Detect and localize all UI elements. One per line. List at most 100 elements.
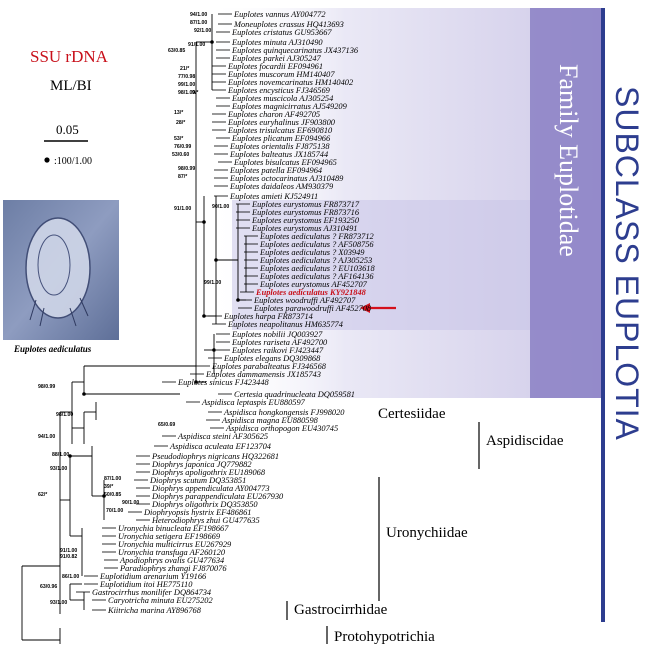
tree-branches xyxy=(21,14,247,644)
taxon-label: Diophrys parappendiculata EU267930 xyxy=(151,492,284,501)
taxon-label: Euplotes aediculatus ? X03949 xyxy=(259,248,365,257)
specimen-nucleus xyxy=(37,234,71,296)
methods-label: ML/BI xyxy=(50,78,92,94)
support-value: 62/* xyxy=(38,492,48,498)
taxon-label: Euplotes focardii EF094961 xyxy=(227,62,323,71)
taxon-label: Euplotes parawoodruffi AF452708 xyxy=(253,304,372,313)
full-support-node xyxy=(202,314,206,318)
taxon-label: Euplotes euryhalinus JF903800 xyxy=(227,118,336,127)
full-support-node xyxy=(68,454,72,458)
taxon-label: Diophrys scutum DQ353851 xyxy=(149,476,246,485)
taxon-label: Euplotes orientalis FJ875138 xyxy=(229,142,330,151)
taxon-label: Euplotes aediculatus ? EU103618 xyxy=(259,264,375,273)
full-support-node xyxy=(214,258,218,262)
taxon-label: Euplotes neapolitanus HM635774 xyxy=(227,320,343,329)
taxon-label: Uronychia transfuga AF260120 xyxy=(118,548,226,557)
support-value: 63/0.85 xyxy=(168,48,185,54)
support-value: 77/0.98 xyxy=(178,74,195,80)
taxon-label-highlighted: Euplotes aediculatus KY921848 xyxy=(255,288,367,297)
taxon-label: Euplotes octocarinatus AJ310489 xyxy=(229,174,344,183)
support-value: 94/1.00 xyxy=(190,12,207,18)
family-gastrocirrhidae: Gastrocirrhidae xyxy=(294,602,388,618)
taxon-label: Euplotes muscicola AJ305254 xyxy=(231,94,333,103)
taxon-label: Euplotes vannus AY004772 xyxy=(233,10,326,19)
taxon-label: Aspidisca magna EU880598 xyxy=(221,416,319,425)
support-value: 87/1.00 xyxy=(104,476,121,482)
taxon-label: Euplotes aediculatus ? AJ305253 xyxy=(259,256,372,265)
taxon-label: Euplotes plicatum EF094966 xyxy=(231,134,331,143)
taxon-label: Euplotes patella EF094964 xyxy=(229,166,322,175)
support-value: 86/1.00 xyxy=(62,574,79,580)
taxon-label: Aspidisca leptaspis EU880597 xyxy=(201,398,306,407)
support-value: 53/0.60 xyxy=(172,152,189,158)
support-value: 91/0.82 xyxy=(60,554,77,560)
taxon-label: Aspidisca hongkongensis FJ998020 xyxy=(223,408,345,417)
support-value: 91/1.00 xyxy=(60,548,77,554)
taxon-label: Euplotes harpa FR873714 xyxy=(223,312,313,321)
full-support-node xyxy=(202,220,206,224)
taxon-label: Kiitricha marina AY896768 xyxy=(107,606,202,615)
support-value: 63/0.96 xyxy=(40,584,57,590)
full-support-node xyxy=(236,298,240,302)
taxon-label: Diophryopsis hystrix EF486861 xyxy=(143,508,251,517)
taxon-label: Uronychia multicirrus EU267929 xyxy=(118,540,232,549)
support-value: 98/0.99 xyxy=(38,384,55,390)
taxon-label: Euplotes eurystomus FR873717 xyxy=(251,200,360,209)
taxon-label: Euplotes eurystomus FR873716 xyxy=(251,208,360,217)
taxon-label: Euplotes aediculatus ? FR873712 xyxy=(259,232,374,241)
taxon-label: Aspidisca steini AF305625 xyxy=(177,432,268,441)
support-value: 92/1.00 xyxy=(194,28,211,34)
support-value: 9/* xyxy=(192,90,199,96)
family-label-box xyxy=(530,8,605,398)
full-support-node xyxy=(82,392,86,396)
specimen-cirri xyxy=(29,297,89,327)
support-value: 70/1.00 xyxy=(106,508,123,514)
taxon-label: Euplotes novemcarinatus HM140402 xyxy=(227,78,353,87)
taxon-label: Euplotes parkei AJ305247 xyxy=(231,54,322,63)
gene-label: SSU rDNA xyxy=(30,47,109,66)
taxon-label: Euplotes encysticus FJ346569 xyxy=(227,86,331,95)
taxon-label: Moneuplotes crassus HQ413693 xyxy=(233,20,344,29)
support-value: 98/0.99 xyxy=(178,166,195,172)
taxon-label: Euplotes daidaleos AM930379 xyxy=(229,182,334,191)
taxon-label: Diophrys appendiculata AY004773 xyxy=(151,484,270,493)
highlight-arrowhead xyxy=(360,303,370,313)
taxon-label: Euplotes woodruffi AF492707 xyxy=(253,296,356,305)
taxon-label: Certesia quadrinucleata DQ059581 xyxy=(234,390,355,399)
taxon-label: Euplotes dammamensis JX185743 xyxy=(205,370,321,379)
support-value: 99/1.00 xyxy=(204,280,221,286)
family-label: Family Euplotidae xyxy=(554,64,583,257)
taxon-label: Heterodiophrys zhui GU477635 xyxy=(151,516,260,525)
taxon-label: Aspidisca aculeata EF123704 xyxy=(169,442,271,451)
family-aspidiscidae: Aspidiscidae xyxy=(486,433,564,449)
support-value: 99/1.00 xyxy=(178,82,195,88)
family-protohypotrichia: Protohypotrichia xyxy=(334,629,435,645)
taxon-label: Euplotes eurystomus AF452707 xyxy=(259,280,368,289)
taxon-label: Paradiophrys zhangi FJ870076 xyxy=(119,564,227,573)
taxon-label: Euplotes balteatus JX185744 xyxy=(229,150,328,159)
support-value: 98/1.00 xyxy=(178,90,195,96)
support-value: 93/1.00 xyxy=(50,600,67,606)
taxon-label: Euplotes cristatus GU953667 xyxy=(231,28,332,37)
taxon-label: Euplotidium arenarium Y19166 xyxy=(99,572,207,581)
taxon-label: Euplotes sinicus FJ423448 xyxy=(177,378,270,387)
support-value: 98/1.00 xyxy=(56,412,73,418)
taxon-label: Gastrocirrhus monilifer DQ864734 xyxy=(92,588,211,597)
taxon-label: Euplotes charon AF492705 xyxy=(227,110,320,119)
support-value: 87/1.00 xyxy=(190,20,207,26)
taxon-label: Apodiophrys ovalis GU477634 xyxy=(119,556,224,565)
tree-supports: 94/1.0087/1.0092/1.0091/1.0063/0.8521/*7… xyxy=(38,12,240,606)
support-value: 50/0.85 xyxy=(104,492,121,498)
taxon-label: Euplotes minuta AJ310490 xyxy=(231,38,323,47)
photo-caption: Euplotes aediculatus xyxy=(13,344,92,354)
taxon-label: Diophrys oligothrix DQ353850 xyxy=(151,500,258,509)
taxon-label: Uronychia setigera EF198669 xyxy=(118,532,221,541)
taxon-label: Uronychia binucleata EF198667 xyxy=(118,524,229,533)
subclass-label: SUBCLASS EUPLOTIA xyxy=(609,86,645,441)
taxon-label: Euplotes bisulcatus EF094965 xyxy=(233,158,337,167)
support-value: 90/1.00 xyxy=(122,500,139,506)
taxon-label: Euplotes aediculatus ? AF164136 xyxy=(259,272,374,281)
full-support-legend: :100/1.00 xyxy=(54,156,92,167)
